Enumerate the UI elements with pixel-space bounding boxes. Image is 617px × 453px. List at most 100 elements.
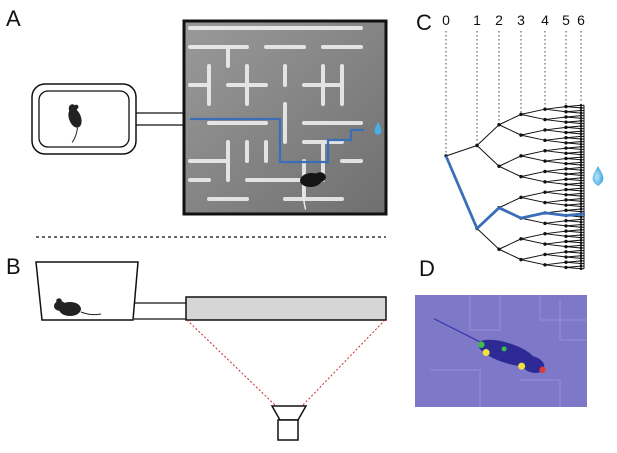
tree-node [579,264,583,268]
tree-edge [520,170,546,178]
level-label-6: 6 [577,12,585,28]
tree-node [564,172,568,176]
tree-node [579,106,583,110]
tree-edge [565,152,582,156]
tree-node [579,262,583,265]
tree-node [543,159,547,163]
tree-node [564,125,568,130]
tree-node [579,155,583,159]
tree-node [579,116,583,120]
tree-edge [520,217,546,224]
tree-node [564,265,568,270]
tree-node [543,138,547,143]
tree-edge [565,137,582,140]
tree-edge [520,253,546,261]
tree-node [579,174,583,177]
tree-node [579,257,583,260]
tree-node [579,158,583,162]
tree-node [579,124,583,128]
tree-edge [565,256,582,259]
tree-edge [565,189,582,192]
tree-node [564,182,568,187]
panel-b-letter: B [6,254,21,279]
tree-edge [498,113,522,126]
tree-node [543,200,547,205]
tree-node [579,176,583,180]
tree-node [564,177,568,181]
tree-node [579,233,583,237]
tree-node [564,167,568,171]
tree-edge [565,106,582,109]
side-tunnel [134,302,186,320]
maze-photo [182,19,388,216]
tree-node [519,154,523,158]
tree-edge [520,113,546,121]
water-drop-icon [374,122,382,135]
tree-edge [565,111,582,114]
tree-node [564,234,568,238]
tree-edge [544,170,567,175]
tree-node [564,136,568,140]
tree-node [579,142,583,146]
tree-edge [544,129,567,134]
tree-edge [544,191,567,196]
tree-node [579,225,583,229]
tree-edge [544,108,567,113]
tree-node [579,161,583,164]
tree-node [579,202,583,206]
tree-node [564,260,568,264]
tree-node [579,168,583,172]
level-label-4: 4 [541,12,549,28]
tree-edge [520,176,546,183]
tree-edge [544,189,567,193]
tree-node [519,133,523,137]
tree-edge [565,178,582,182]
tree-node [579,267,583,271]
tree-node [579,122,583,125]
tree-node [579,129,583,133]
tree-node [579,192,583,195]
tree-node [579,236,583,239]
tree-node [579,238,583,242]
tree-node [564,146,568,150]
tree-node [564,156,568,161]
tree-node [497,247,501,251]
tree-edge [544,222,567,227]
tree-edge [565,168,582,171]
tree-node [579,150,583,154]
tree-edge [544,160,567,165]
tree-node [579,166,583,169]
tree-route-path [444,155,585,230]
tree-node [497,164,501,168]
tree-edges [445,104,585,270]
tree-node [564,110,568,114]
tree-edge [544,157,567,162]
tree-node [579,184,583,188]
tree-edge [544,220,567,224]
tree-node [579,127,583,130]
mouse-silhouette-icon [68,104,82,143]
side-home-cage [35,261,139,321]
tree-node [579,140,583,143]
tree-edge [565,261,582,265]
tree-edge [476,145,500,167]
tree-node [564,255,568,259]
tree-edge [498,165,522,178]
tree-node [579,114,583,117]
floor-tiles [430,295,587,407]
tree-edge [544,178,567,183]
tree-node [543,117,547,122]
maze-side-view [185,296,387,321]
tree-edge [544,251,567,255]
tree-node [564,187,568,192]
tree-edge [544,240,567,245]
tree-node [579,145,583,149]
tree-edge [544,261,567,266]
level-label-1: 1 [473,12,481,28]
tree-edge [565,266,582,270]
tree-edge [565,126,582,130]
tree-node [519,174,523,179]
tree-edge [520,129,546,136]
tree-edge [565,194,582,197]
tree-edge [544,181,567,185]
